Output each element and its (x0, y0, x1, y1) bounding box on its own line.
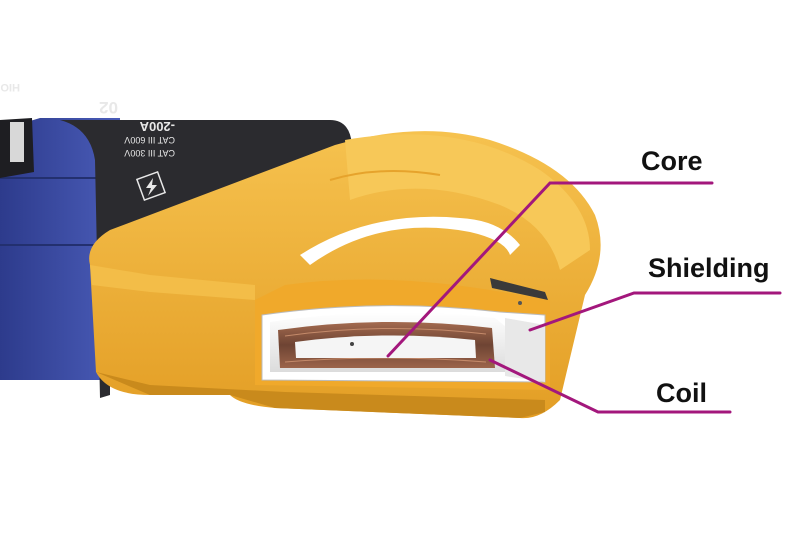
model-text: 02 (99, 98, 118, 117)
meter-button (10, 122, 24, 162)
callout-line-coil (488, 358, 732, 414)
warning-lightning-icon (135, 170, 167, 202)
core (295, 335, 476, 358)
brand-text: HIO (0, 81, 20, 93)
jaw-cross-section (255, 278, 550, 390)
callout-line-core (386, 181, 714, 358)
cat-rating-a: CAT III 600V (124, 135, 175, 145)
callout-lines (386, 181, 782, 414)
callout-line-shielding (528, 291, 782, 332)
cat-rating-b: CAT III 300V (124, 148, 175, 158)
label-core: Core (641, 146, 703, 176)
meter-markings: -200A CAT III 600V CAT III 300V 02 HIO (0, 81, 175, 158)
label-shielding: Shielding (648, 253, 770, 283)
shielding-layer-side (505, 318, 545, 382)
rating-text: -200A (139, 119, 175, 134)
label-coil: Coil (656, 378, 707, 408)
